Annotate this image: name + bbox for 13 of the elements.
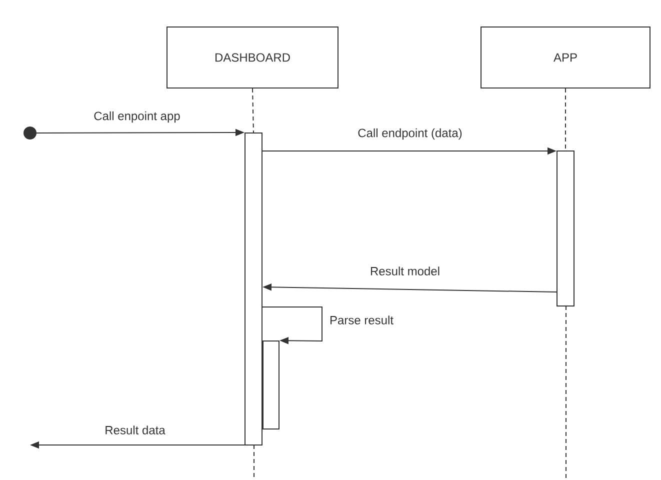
edge-label: Call endpoint (data) [356, 127, 464, 141]
lifeline-header-box: DASHBOARD [166, 26, 338, 88]
edge-label: Parse result [328, 314, 395, 326]
lifeline-header-box: APP [480, 26, 650, 88]
lifeline [565, 88, 566, 151]
activation-bar [262, 340, 280, 430]
edge-label: Result model [369, 266, 442, 276]
self-message-arrow [262, 306, 322, 344]
activation-bar [556, 150, 574, 306]
start-dot [24, 126, 36, 140]
edge-label: Call enpoint app [92, 110, 182, 124]
lifeline [252, 88, 254, 133]
edge-label: Result data [104, 424, 166, 436]
